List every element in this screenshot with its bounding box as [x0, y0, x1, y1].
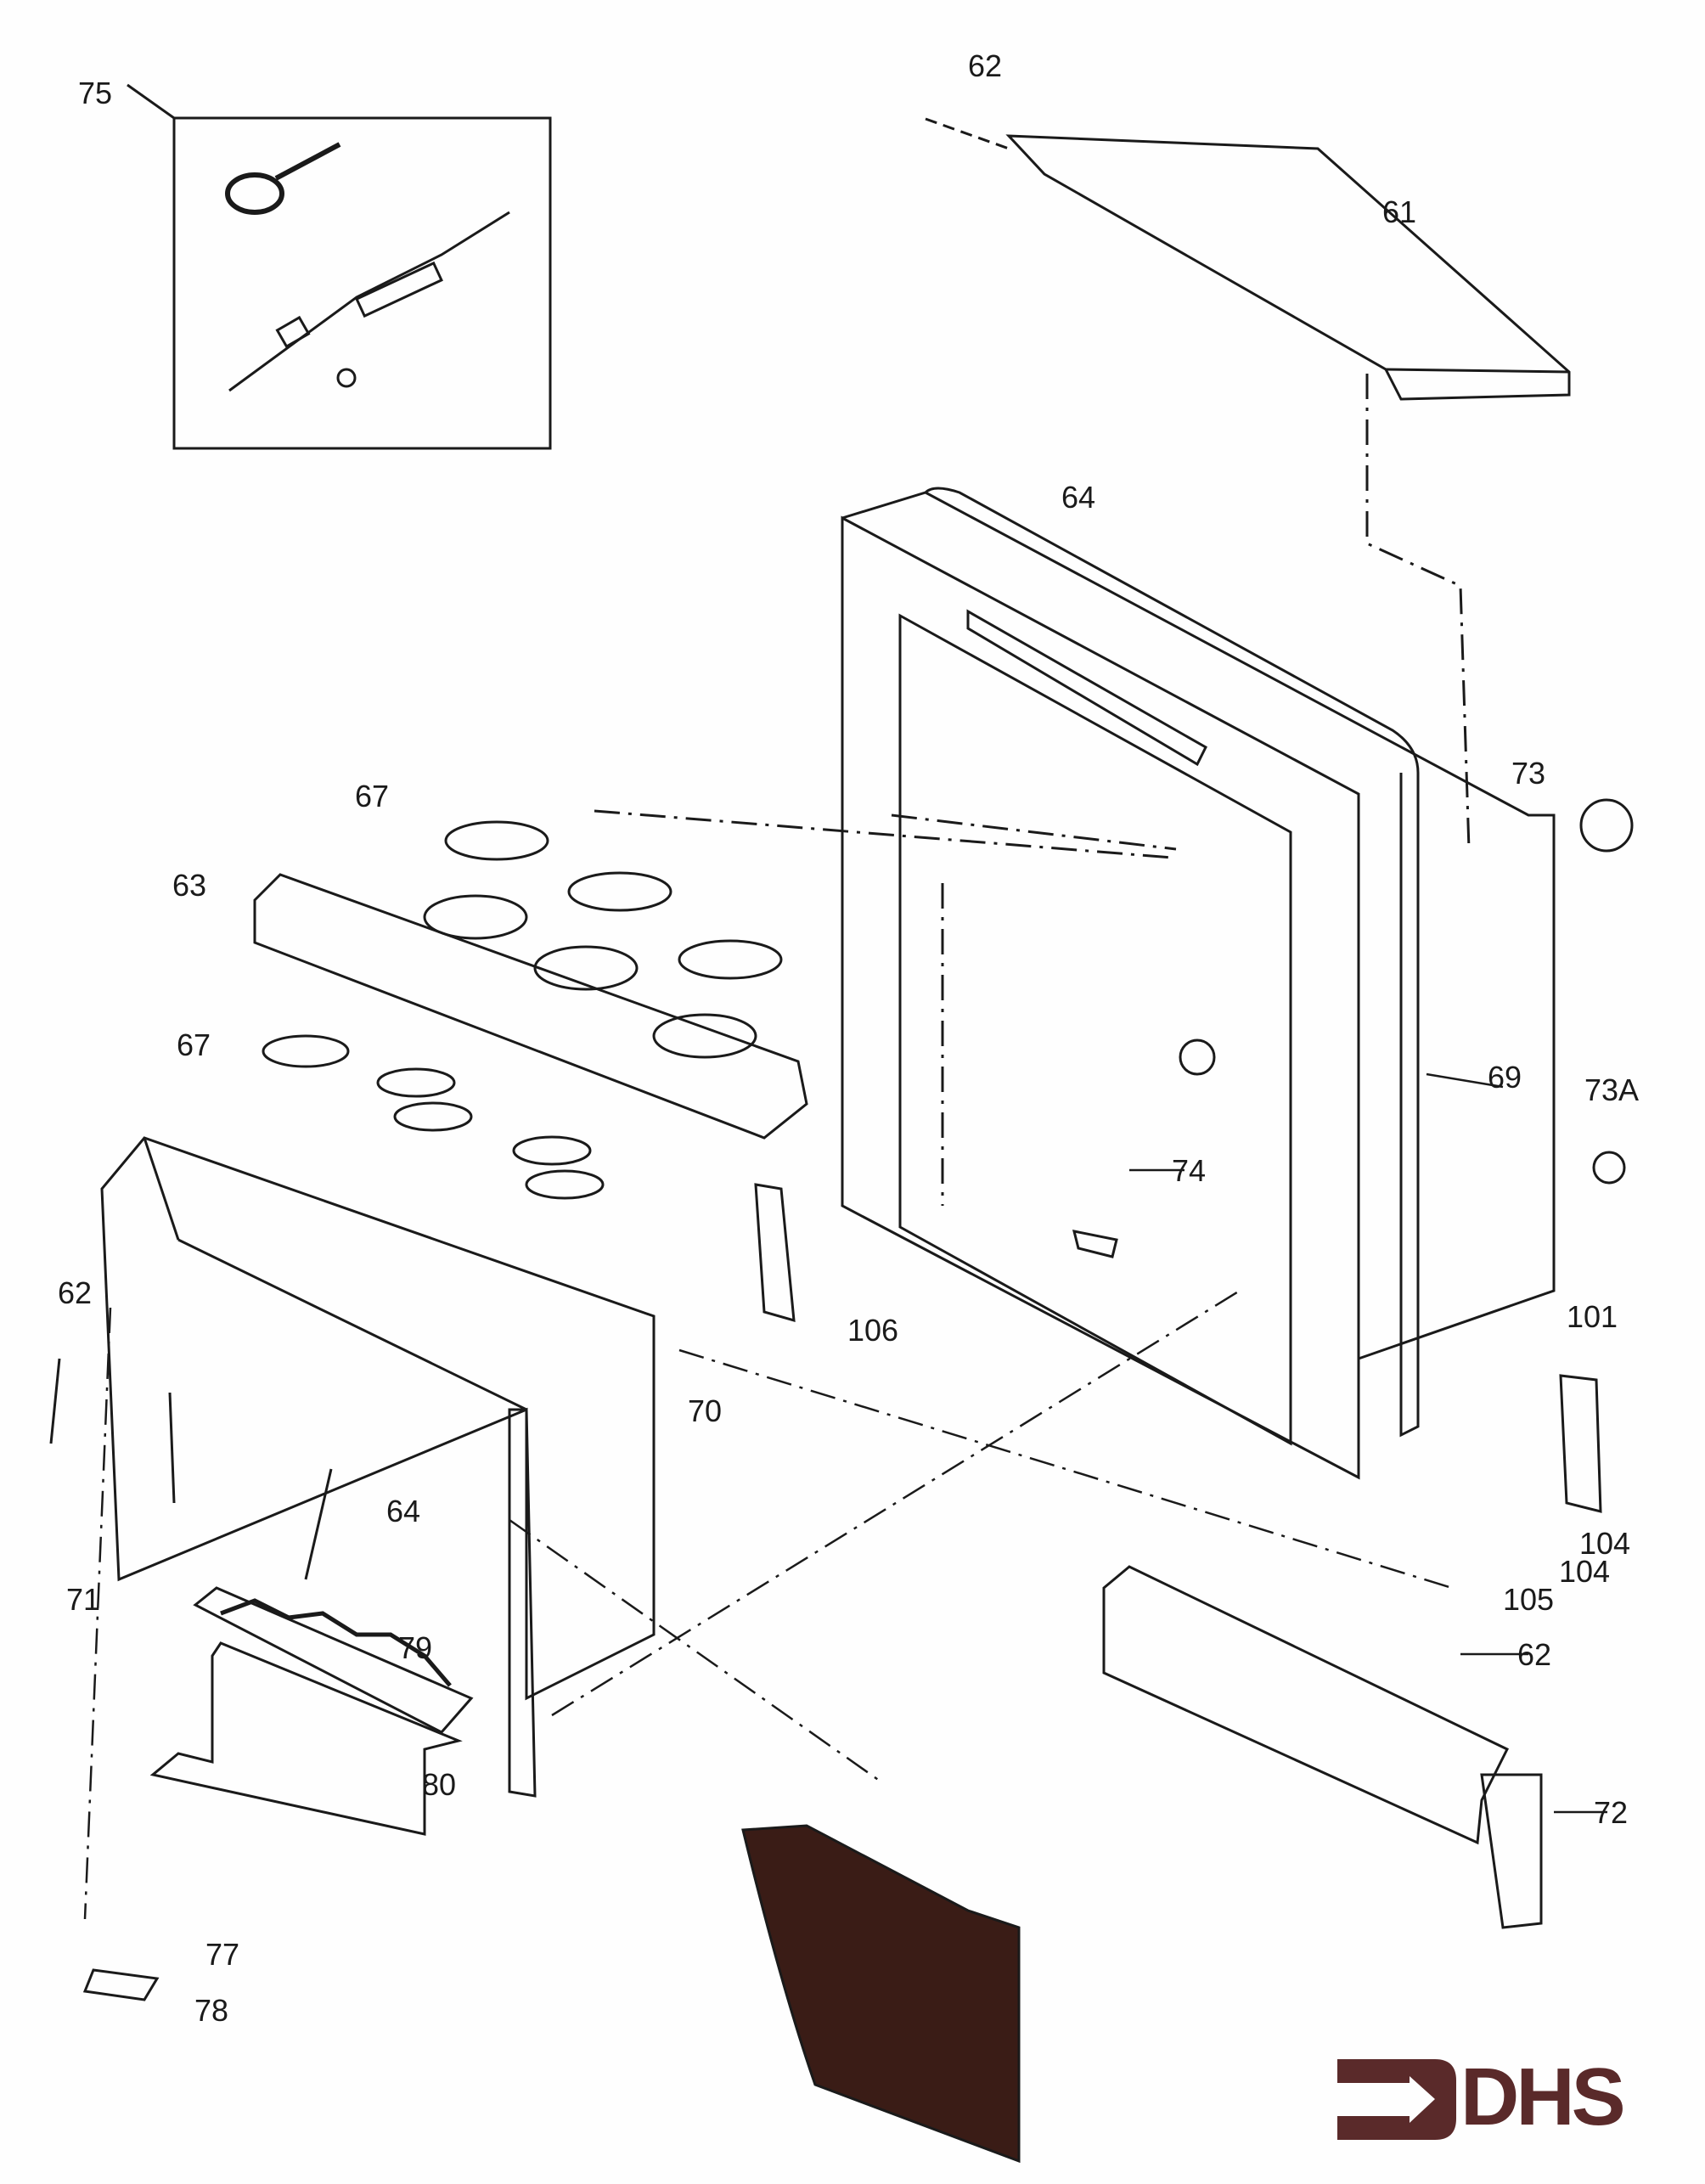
- part-101-bracket: [1559, 1374, 1602, 1513]
- callout-69: 69: [1488, 1060, 1522, 1095]
- part-73a-cap: [1592, 1151, 1626, 1185]
- callout-70: 70: [688, 1393, 723, 1428]
- callout-62: 62: [58, 1275, 93, 1310]
- logo-text: DHS: [1460, 2052, 1626, 2142]
- callout-77: 77: [205, 1937, 240, 1972]
- callout-61: 61: [1382, 194, 1417, 229]
- callout-75: 75: [78, 76, 113, 110]
- part-69-frame: [594, 487, 1556, 1480]
- part-61-top-cover: [925, 117, 1571, 850]
- callout-101: 101: [1567, 1299, 1618, 1334]
- part-80-bracket: [149, 1641, 463, 1836]
- part-72-valance: [1102, 1565, 1543, 1929]
- part-73-knob: [1579, 798, 1634, 853]
- callout-64: 64: [386, 1494, 421, 1528]
- part-79-log-grate: [193, 1586, 474, 1734]
- callout-64: 64: [1061, 480, 1096, 515]
- callout-63: 63: [172, 868, 207, 903]
- arrow-logo-icon: [1337, 2059, 1456, 2140]
- callout-67: 67: [177, 1027, 211, 1062]
- callout-80: 80: [422, 1767, 457, 1802]
- part-106-bracket: [754, 1183, 796, 1323]
- callout-104: 104: [1559, 1554, 1611, 1589]
- callout-62: 62: [968, 48, 1003, 83]
- part-77-clip: [82, 1968, 160, 2001]
- callout-104: 104: [1579, 1526, 1631, 1561]
- part-75-inset: [127, 83, 552, 450]
- callout-73: 73: [1511, 756, 1546, 791]
- callout-71: 71: [66, 1582, 101, 1617]
- callout-79: 79: [398, 1630, 433, 1665]
- callout-67: 67: [355, 779, 390, 813]
- callout-106: 106: [847, 1313, 899, 1348]
- callout-74: 74: [1172, 1153, 1207, 1188]
- callout-73a: 73A: [1584, 1072, 1640, 1107]
- callout-105: 105: [1503, 1582, 1555, 1617]
- callout-72: 72: [1594, 1795, 1629, 1830]
- callout-78: 78: [194, 1993, 229, 2028]
- part-74-clip: [1072, 1230, 1118, 1258]
- leader-lines: [83, 1072, 1607, 1920]
- callout-62: 62: [1517, 1637, 1552, 1672]
- part-63-burner-tray: [253, 820, 808, 1200]
- part-70-firebox: [49, 1136, 656, 1798]
- dhs-logo: DHS: [1333, 2055, 1690, 2144]
- glass-door-panel: [741, 1824, 1021, 2164]
